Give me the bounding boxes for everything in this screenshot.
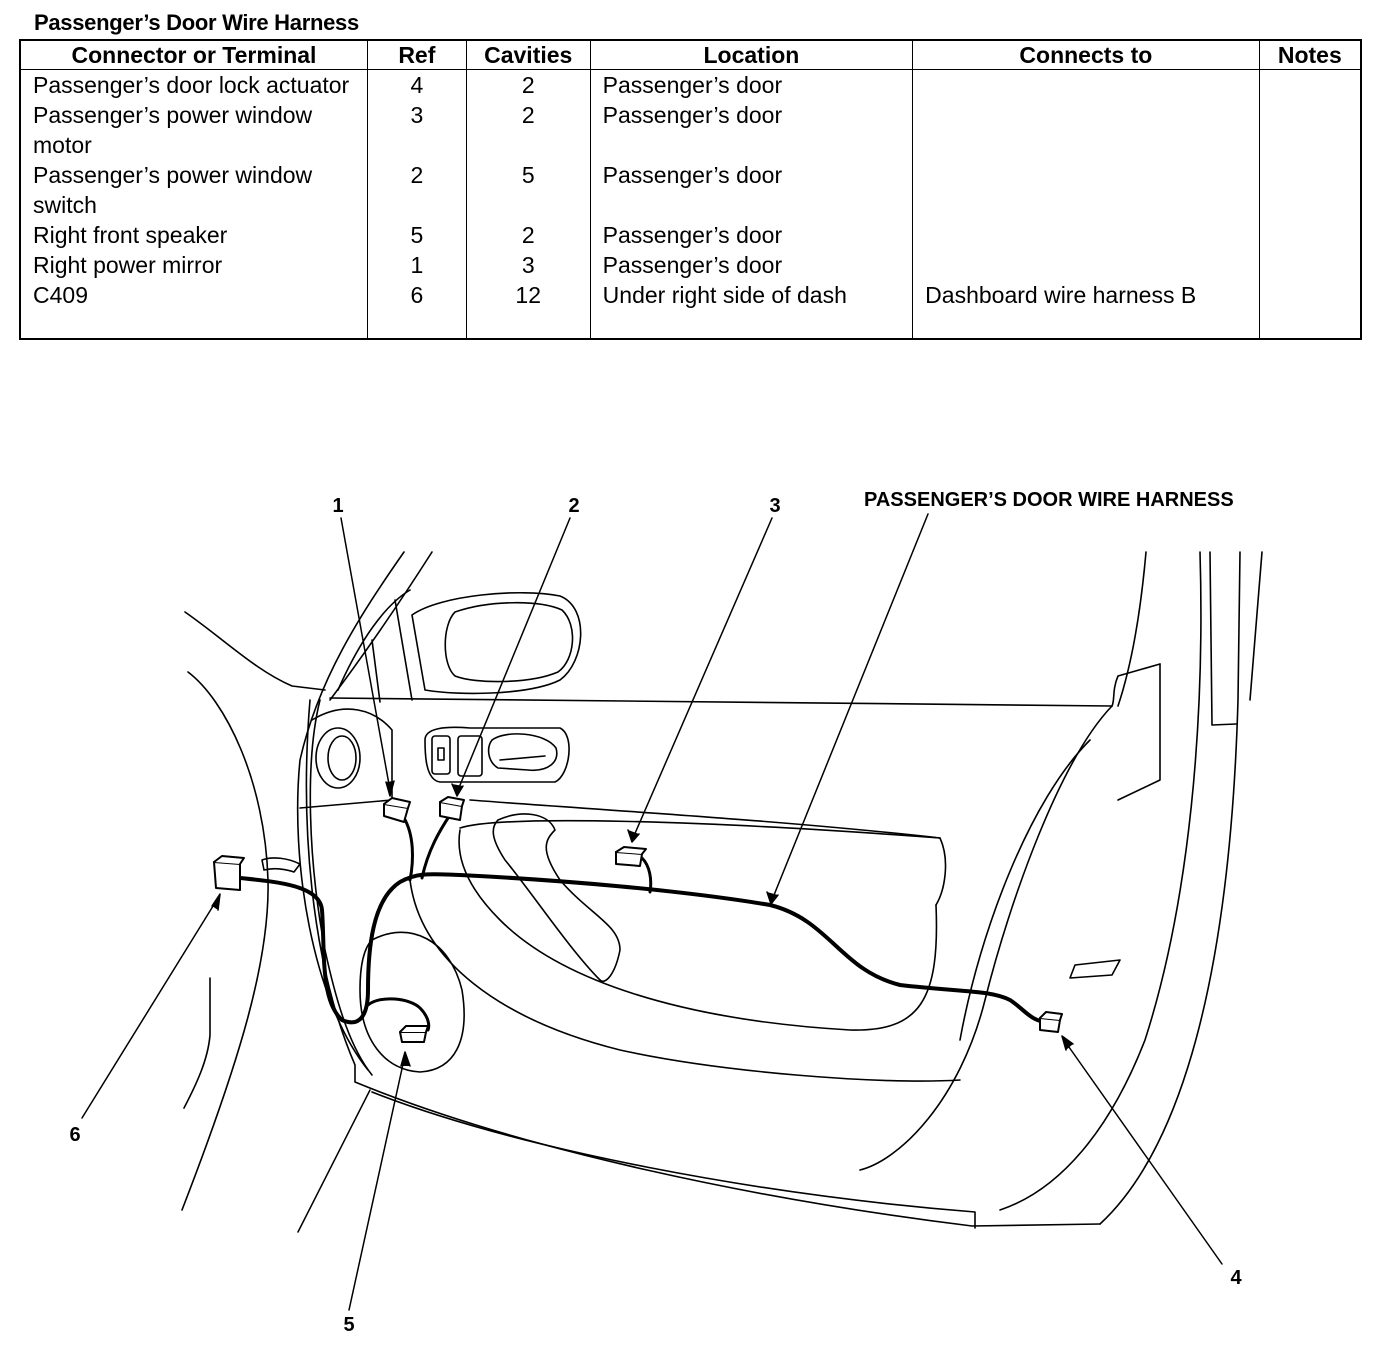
header-connector: Connector or Terminal (19, 39, 368, 70)
cell-notes (1258, 280, 1362, 339)
connector-6-c409 (213, 855, 245, 891)
cell-notes (1258, 69, 1362, 100)
connector-1-mirror (383, 797, 411, 823)
connector-4-lock-actuator (1039, 1011, 1063, 1033)
callout-2: 2 (568, 495, 579, 517)
header-ref: Ref (366, 39, 467, 70)
header-location: Location (589, 39, 914, 70)
cell-ref: 4 (366, 69, 467, 100)
cell-ref: 2 (366, 160, 467, 220)
cell-connector: Passenger’s power window motor (19, 100, 368, 160)
door-speaker-outline (359, 931, 465, 1073)
cell-connector: Passenger’s power window switch (19, 160, 368, 220)
cell-location: Passenger’s door (589, 69, 914, 100)
door-top-rail (329, 551, 1161, 801)
connectors (213, 796, 1063, 1043)
cell-connects-to (912, 220, 1260, 250)
table-row: Right front speaker 5 2 Passenger’s door (19, 220, 1362, 250)
cell-cavities: 3 (465, 250, 591, 280)
cell-cavities: 2 (465, 69, 591, 100)
door-front-edge (296, 551, 433, 1076)
cell-cavities: 2 (465, 220, 591, 250)
header-notes: Notes (1258, 39, 1362, 70)
connector-5-speaker (399, 1025, 429, 1043)
table-row: Passenger’s door lock actuator 4 2 Passe… (19, 69, 1362, 100)
callout-4: 4 (1230, 1267, 1242, 1289)
cell-notes (1258, 100, 1362, 160)
switch-panel-outline (424, 726, 947, 906)
cell-connector: Passenger’s door lock actuator (19, 69, 368, 100)
tweeter-outline (299, 708, 393, 809)
cell-cavities: 5 (465, 160, 591, 220)
wire-harness (238, 813, 1047, 1032)
leader-lines (81, 513, 1223, 1311)
dashboard-outline (181, 611, 326, 1211)
mirror-outline (371, 592, 582, 703)
table-row: Passenger’s power window motor 3 2 Passe… (19, 100, 1362, 160)
armrest-outline (409, 813, 961, 1082)
callout-5: 5 (343, 1314, 354, 1336)
cell-connects-to (912, 160, 1260, 220)
header-cavities: Cavities (465, 39, 591, 70)
cell-cavities: 12 (465, 280, 591, 339)
callout-6: 6 (69, 1124, 80, 1146)
header-connects-to: Connects to (912, 39, 1260, 70)
cell-location: Passenger’s door (589, 220, 914, 250)
cell-cavities: 2 (465, 100, 591, 160)
cell-connector: Right front speaker (19, 220, 368, 250)
harness-table: Connector or Terminal Ref Cavities Locat… (19, 39, 1362, 340)
cell-connector: C409 (19, 280, 368, 339)
callout-3: 3 (769, 495, 780, 517)
cell-connects-to (912, 100, 1260, 160)
door-panel-outline (305, 551, 1263, 1229)
cell-connects-to (912, 69, 1260, 100)
callout-1: 1 (332, 495, 343, 517)
cell-notes (1258, 220, 1362, 250)
cell-connects-to (912, 250, 1260, 280)
cell-location: Under right side of dash (589, 280, 914, 339)
page-title: Passenger’s Door Wire Harness (34, 10, 359, 35)
cell-connector: Right power mirror (19, 250, 368, 280)
connector-3-window-motor (615, 846, 647, 867)
table-row: Right power mirror 1 3 Passenger’s door (19, 250, 1362, 280)
cell-notes (1258, 160, 1362, 220)
cell-notes (1258, 250, 1362, 280)
harness-label: PASSENGER’S DOOR WIRE HARNESS (864, 489, 1234, 511)
table-row: C409 6 12 Under right side of dash Dashb… (19, 280, 1362, 339)
cell-location: Passenger’s door (589, 100, 914, 160)
cell-ref: 5 (366, 220, 467, 250)
table-row: Passenger’s power window switch 2 5 Pass… (19, 160, 1362, 220)
cell-connects-to: Dashboard wire harness B (912, 280, 1260, 339)
cell-ref: 3 (366, 100, 467, 160)
cell-location: Passenger’s door (589, 160, 914, 220)
table-header-row: Connector or Terminal Ref Cavities Locat… (19, 39, 1362, 70)
connector-2-window-switch (439, 796, 465, 821)
cell-ref: 6 (366, 280, 467, 339)
cell-location: Passenger’s door (589, 250, 914, 280)
